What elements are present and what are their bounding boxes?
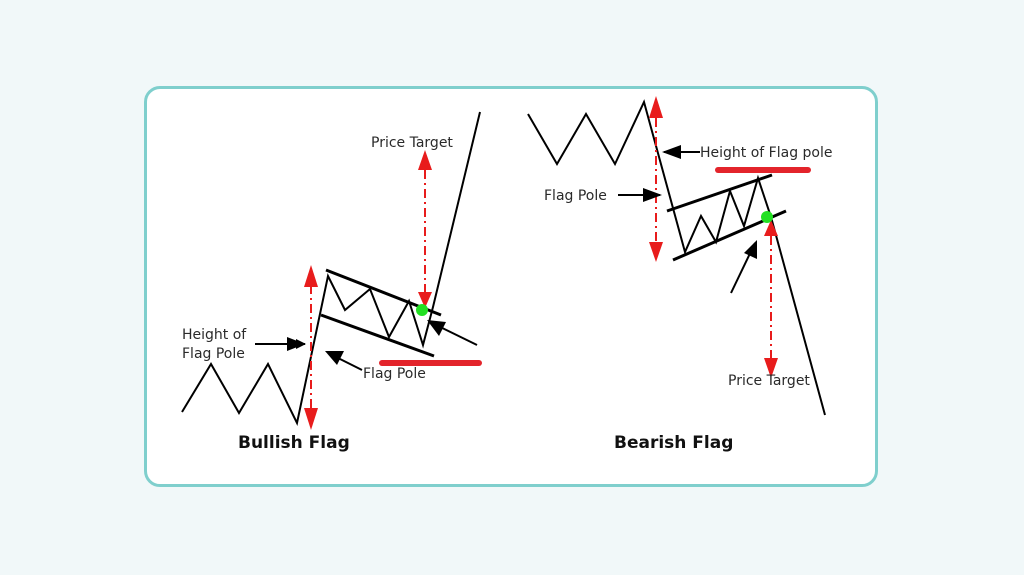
bullish-target-arrow-up bbox=[418, 150, 432, 170]
bearish-breakout-dot bbox=[761, 211, 773, 223]
bearish-target-arrow-up bbox=[764, 220, 778, 236]
bearish-height-pointer-head bbox=[662, 145, 681, 159]
bullish-channel-lower bbox=[320, 313, 435, 358]
bullish-price-path bbox=[181, 111, 481, 427]
bearish-flag-pole-label: Flag Pole bbox=[544, 188, 607, 204]
bullish-pole-height-arrow-up bbox=[304, 265, 318, 287]
bearish-breakout-pointer-head bbox=[744, 240, 757, 259]
bullish-height-label-line2: Flag Pole bbox=[182, 346, 245, 362]
bearish-flagpole-pointer-head bbox=[643, 188, 662, 202]
bearish-price-target-label: Price Target bbox=[728, 373, 810, 389]
bullish-breakout-pointer-head bbox=[427, 320, 446, 336]
bearish-flag-diagram: Height of Flag pole Flag Pole Price Targ… bbox=[527, 96, 833, 453]
bullish-target-arrow-down bbox=[418, 292, 432, 308]
diagram-card bbox=[144, 86, 878, 487]
bearish-flag-title: Bearish Flag bbox=[614, 433, 733, 453]
bullish-flagpole-pointer-head bbox=[325, 351, 344, 365]
bearish-price-path bbox=[527, 99, 826, 416]
bearish-channel-upper bbox=[666, 173, 773, 213]
bearish-pole-height-arrow-down bbox=[649, 242, 663, 262]
bearish-height-label: Height of Flag pole bbox=[700, 145, 833, 161]
bullish-height-label-line1: Height of bbox=[182, 327, 247, 343]
bearish-pole-height-arrow-up bbox=[649, 96, 663, 118]
bearish-target-arrow-down bbox=[764, 358, 778, 378]
bullish-pole-height-arrow-down bbox=[304, 408, 318, 430]
bullish-flag-title: Bullish Flag bbox=[238, 433, 350, 453]
bullish-flag-diagram: Price Target Height of Flag Pole Flag Po… bbox=[181, 111, 482, 453]
bullish-breakout-dot bbox=[416, 304, 428, 316]
bullish-height-pointer-head bbox=[287, 337, 305, 351]
bullish-price-target-label: Price Target bbox=[371, 135, 453, 151]
bullish-flag-pole-label: Flag Pole bbox=[363, 366, 426, 382]
